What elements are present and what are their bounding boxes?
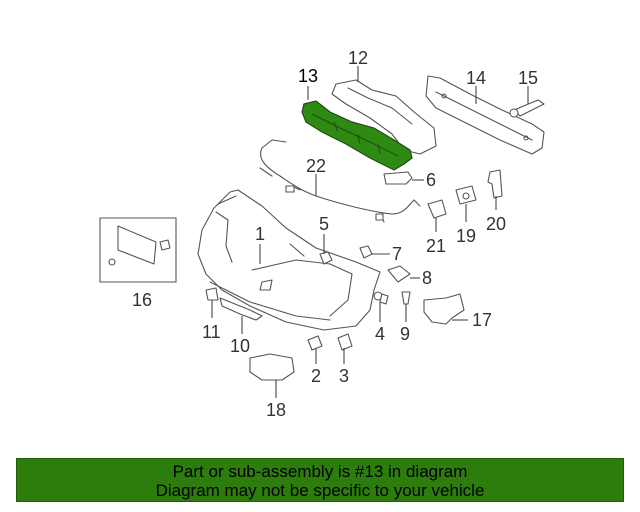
callout-14[interactable]: 14 — [466, 68, 486, 88]
part-14-bumper-beam — [425, 75, 545, 155]
part-22-wiring-harness — [259, 139, 421, 223]
part-20-bracket — [487, 169, 503, 199]
callout-22[interactable]: 22 — [306, 156, 326, 176]
callout-11[interactable]: 11 — [202, 322, 221, 342]
callout-6[interactable]: 6 — [426, 170, 436, 190]
part-10-bracket — [219, 297, 263, 321]
callout-18[interactable]: 18 — [266, 400, 286, 420]
part-2-clip — [307, 335, 323, 351]
callout-8[interactable]: 8 — [422, 268, 432, 288]
part-1-bumper-cover — [197, 189, 381, 331]
part-16-license-bracket — [99, 217, 177, 283]
part-9-clip — [401, 291, 411, 305]
part-8-bracket — [387, 265, 411, 283]
part-5-retainer — [319, 251, 333, 265]
part-4-bolt — [373, 291, 389, 305]
part-13-reinforcement-highlighted[interactable] — [301, 100, 413, 171]
callout-19[interactable]: 19 — [456, 226, 476, 246]
banner-line-1: Part or sub-assembly is #13 in diagram — [172, 462, 468, 481]
part-11-bracket — [205, 287, 219, 301]
callout-15[interactable]: 15 — [518, 68, 538, 88]
callout-1[interactable]: 1 — [255, 224, 265, 244]
banner-line-2: Diagram may not be specific to your vehi… — [155, 481, 485, 500]
callout-5[interactable]: 5 — [319, 214, 329, 234]
part-18-lamp-cover — [249, 353, 295, 381]
part-21-bracket — [427, 199, 447, 219]
part-3-clip — [337, 333, 353, 351]
callout-17[interactable]: 17 — [472, 310, 492, 330]
part-19-sensor — [455, 185, 477, 205]
callout-13[interactable]: 13 — [298, 66, 318, 86]
callouts: 13 12 14 15 22 6 1 5 7 8 4 9 17 21 19 20… — [132, 48, 538, 420]
callout-10[interactable]: 10 — [230, 336, 250, 356]
part-7-bolt — [359, 245, 373, 259]
callout-12[interactable]: 12 — [348, 48, 368, 68]
callout-2[interactable]: 2 — [311, 366, 321, 386]
callout-7[interactable]: 7 — [392, 244, 402, 264]
callout-3[interactable]: 3 — [339, 366, 349, 386]
callout-20[interactable]: 20 — [486, 214, 506, 234]
part-17-shield — [423, 293, 465, 325]
info-banner: Part or sub-assembly is #13 in diagram D… — [16, 458, 624, 502]
callout-4[interactable]: 4 — [375, 324, 385, 344]
part-15-clip-rod — [509, 99, 545, 118]
callout-21[interactable]: 21 — [426, 236, 446, 256]
callout-16[interactable]: 16 — [132, 290, 152, 310]
part-6-bracket — [383, 171, 413, 185]
callout-9[interactable]: 9 — [400, 324, 410, 344]
parts-diagram: 13 12 14 15 22 6 1 5 7 8 4 9 17 21 19 20… — [99, 48, 545, 420]
leader-lines — [211, 66, 529, 398]
part-12-absorber — [331, 79, 437, 155]
